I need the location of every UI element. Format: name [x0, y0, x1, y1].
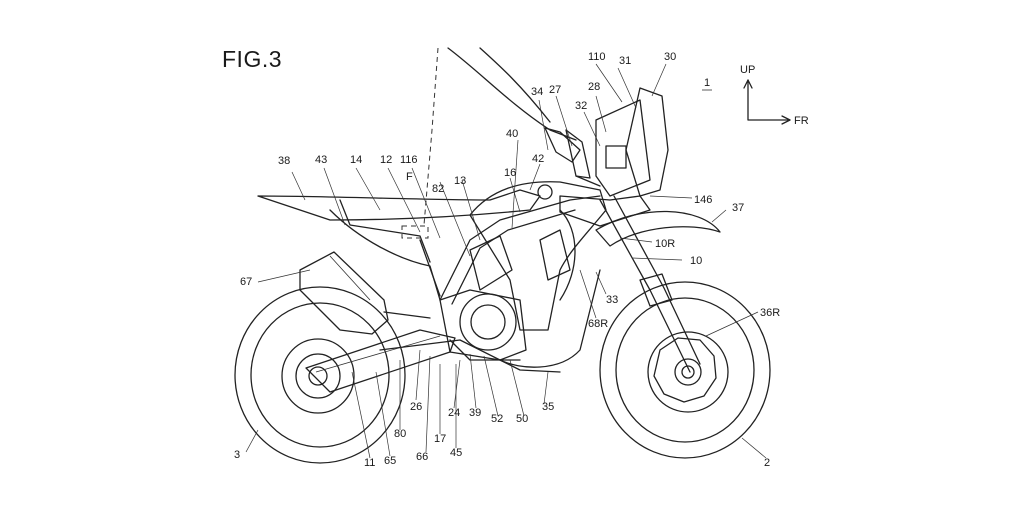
- frame: [419, 195, 601, 305]
- part-label: 146: [694, 194, 712, 206]
- part-label: 12: [380, 154, 392, 166]
- direction-indicator: UP FR 1: [702, 64, 809, 127]
- exhaust-pipe: [379, 269, 601, 373]
- part-label: 17: [434, 433, 446, 445]
- part-label: 82: [432, 183, 444, 195]
- part-label: F: [406, 171, 413, 183]
- front-fairing: [559, 87, 669, 227]
- part-label: 43: [315, 154, 327, 166]
- figure-title: FIG.3: [222, 46, 283, 72]
- part-label: 40: [506, 128, 518, 140]
- engine: [439, 289, 527, 361]
- part-label: 30: [664, 51, 676, 63]
- part-labels: 110 31 30 34 27 28 32 40 42 38 43 14 12 …: [234, 51, 780, 469]
- part-label: 116: [400, 154, 418, 166]
- part-label: 36R: [760, 307, 780, 319]
- part-label: 16: [504, 167, 516, 179]
- part-label: 33: [606, 294, 618, 306]
- part-label: 45: [450, 447, 462, 459]
- part-label: 110: [588, 51, 606, 63]
- front-fork: [599, 195, 701, 373]
- direction-up-label: UP: [740, 64, 755, 76]
- exhaust-muffler: [299, 251, 431, 335]
- part-label: 24: [448, 407, 460, 419]
- fuel-tank: [469, 181, 607, 331]
- part-label: 37: [732, 202, 744, 214]
- front-wheel: [599, 281, 771, 459]
- part-label: 35: [542, 401, 554, 413]
- part-label: 38: [278, 155, 290, 167]
- swing-arm: [305, 329, 456, 393]
- part-label: 39: [469, 407, 481, 419]
- handlebar: [565, 129, 601, 187]
- part-label: 65: [384, 455, 396, 467]
- part-label: 31: [619, 55, 631, 67]
- reference-numeral: 1: [704, 77, 710, 89]
- part-label: 34: [531, 86, 543, 98]
- part-label: 3: [234, 449, 240, 461]
- part-label: 2: [764, 457, 770, 469]
- part-label: 80: [394, 428, 406, 440]
- part-label: 14: [350, 154, 362, 166]
- seat-and-tail: [257, 189, 541, 301]
- part-label: 28: [588, 81, 600, 93]
- part-label: 68R: [588, 318, 608, 330]
- part-label: 52: [491, 413, 503, 425]
- part-label: 10R: [655, 238, 675, 250]
- part-label: 42: [532, 153, 544, 165]
- part-label: 66: [416, 451, 428, 463]
- direction-front-label: FR: [794, 115, 809, 127]
- part-label: 32: [575, 100, 587, 112]
- part-label: 26: [410, 401, 422, 413]
- part-label: 13: [454, 175, 466, 187]
- leader-lines: [245, 63, 767, 459]
- part-label: 10: [690, 255, 702, 267]
- part-label: 67: [240, 276, 252, 288]
- part-label: 11: [364, 457, 375, 469]
- part-label: 50: [516, 413, 528, 425]
- rider-outline: [423, 47, 581, 226]
- part-label: 27: [549, 84, 561, 96]
- rear-wheel: [234, 286, 406, 464]
